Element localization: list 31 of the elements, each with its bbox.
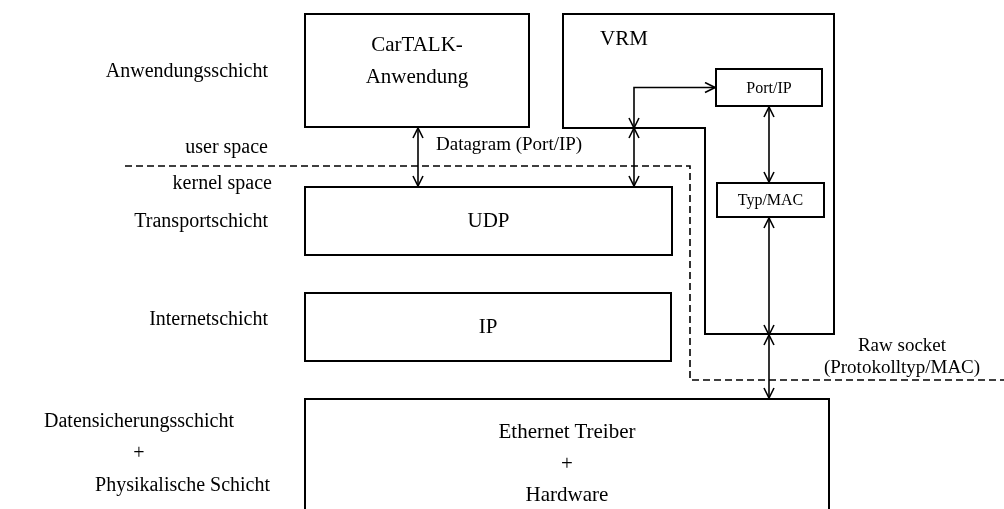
box-text: UDP: [467, 207, 510, 235]
inner-box: [715, 68, 823, 107]
layer-box: [304, 13, 530, 128]
box-text: CarTALK-Anwendung: [364, 31, 470, 90]
double-arrow: [412, 127, 424, 187]
double-arrow: [628, 81, 716, 129]
box-text: Hardware: [525, 481, 609, 508]
layer-label: user space: [184, 134, 268, 159]
layer-label: kernel space: [171, 170, 272, 195]
layer-label: +: [132, 440, 146, 465]
layer-box: [304, 398, 830, 509]
box-text: IP: [478, 313, 498, 341]
layer-label: Datensicherungsschicht: [43, 408, 235, 433]
box-text: Port/IP: [746, 77, 792, 98]
box-text: Ethernet Treiber: [498, 418, 636, 445]
box-text: +: [561, 449, 573, 477]
box-text: Typ/MAC: [737, 190, 804, 210]
double-arrow: [763, 217, 775, 336]
inner-box: [716, 182, 825, 218]
module-title: VRM: [600, 25, 648, 52]
double-arrow: [763, 334, 775, 399]
double-arrow: [763, 106, 775, 183]
double-arrow: [628, 127, 640, 187]
layer-label: Physikalische Schicht: [94, 472, 270, 497]
edge-label: Datagram (Port/IP): [436, 133, 584, 155]
layer-label: Anwendungsschicht: [104, 58, 268, 83]
layer-label: Internetschicht: [148, 306, 268, 331]
layer-box: [304, 292, 672, 362]
layer-box: [304, 186, 673, 256]
layer-label: Transportschicht: [133, 208, 268, 233]
edge-label: Raw socket (Protokolltyp/MAC): [822, 334, 982, 378]
